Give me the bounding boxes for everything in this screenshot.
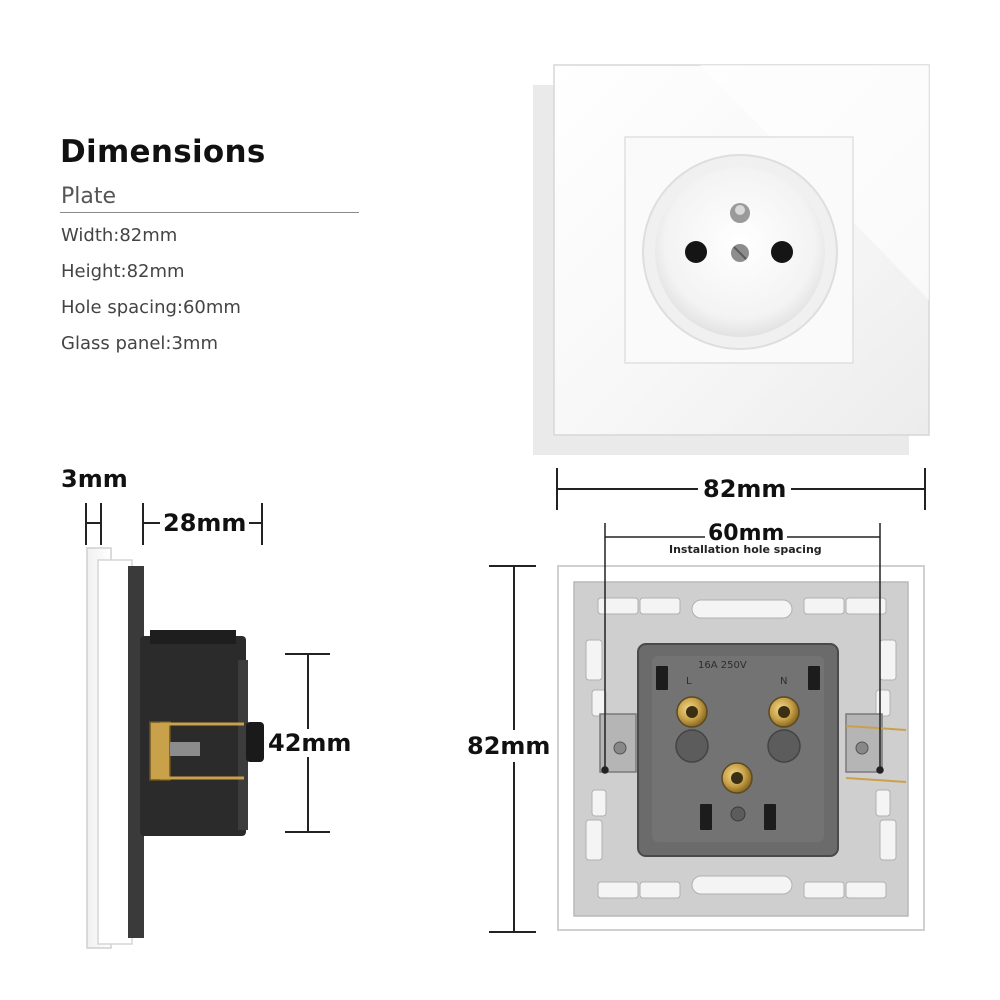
glass-thickness-label: 3mm	[61, 465, 128, 493]
mounting-claws	[599, 713, 907, 783]
earth-terminal-hole	[731, 772, 743, 784]
neutral-terminal-hole	[778, 706, 790, 718]
subtitle-divider	[60, 212, 359, 213]
side-mechanism-back	[238, 660, 248, 830]
spec-width: Width:82mm	[61, 225, 178, 246]
hole-spacing-label: 60mm	[705, 523, 788, 545]
screw-icon	[675, 729, 709, 763]
earth-pin-highlight	[735, 205, 745, 215]
spec-glass-panel: Glass panel:3mm	[61, 333, 218, 354]
spec-hole-spacing: Hole spacing:60mm	[61, 297, 241, 318]
spec-height: Height:82mm	[61, 261, 185, 282]
mechanism-slots	[656, 666, 820, 830]
side-socket-view	[86, 547, 264, 949]
side-brass-clamp	[149, 721, 171, 781]
back-socket-view	[557, 565, 925, 931]
mechanism-height-label: 42mm	[268, 729, 352, 757]
depth-label: 28mm	[160, 511, 250, 535]
live-hole-icon	[685, 241, 707, 263]
live-marking: L	[686, 676, 692, 687]
earth-symbol-icon	[730, 806, 746, 822]
side-mechanism-top	[150, 630, 236, 644]
plate-width-label: 82mm	[698, 477, 792, 501]
plate-subtitle: Plate	[61, 184, 117, 209]
page-title: Dimensions	[60, 134, 266, 170]
side-mechanism	[140, 636, 246, 836]
side-plate	[97, 559, 133, 945]
plate-height-label: 82mm	[467, 730, 551, 762]
rating-marking: 16A 250V	[698, 660, 747, 671]
frame-cutouts	[585, 597, 897, 899]
neutral-hole-icon	[771, 241, 793, 263]
spec-list: Width:82mm Height:82mm Hole spacing:60mm…	[61, 224, 241, 368]
glass-thickness-dimension-line	[85, 503, 102, 545]
neutral-marking: N	[780, 676, 788, 687]
screw-slot	[733, 246, 747, 260]
hole-spacing-caption: Installation hole spacing	[669, 543, 822, 556]
live-terminal-hole	[686, 706, 698, 718]
front-socket-view	[533, 64, 930, 455]
screw-icon	[767, 729, 801, 763]
side-knob	[246, 722, 264, 762]
